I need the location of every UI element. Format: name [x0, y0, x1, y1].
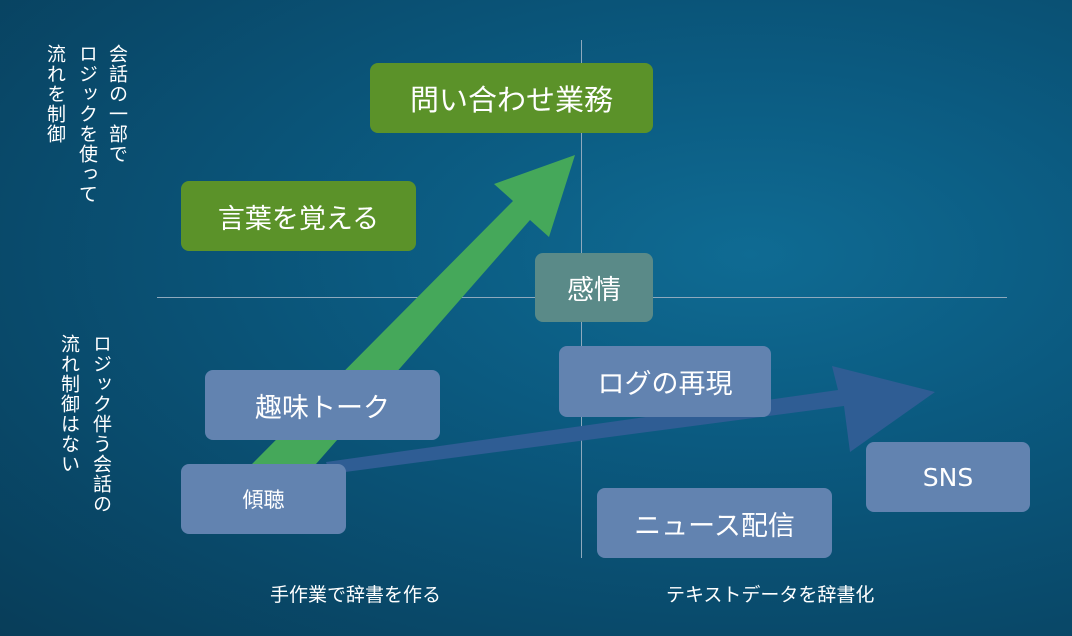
blue-arrow — [326, 366, 935, 474]
box-listening: 傾聴 — [181, 464, 346, 534]
box-emotion: 感情 — [535, 253, 653, 322]
box-sns: SNS — [866, 442, 1030, 512]
box-hobby-talk: 趣味トーク — [205, 370, 440, 440]
box-log-reproduction: ログの再現 — [559, 346, 771, 417]
y-label-top-col2: ロジックを使って — [76, 44, 98, 204]
y-label-bottom-col2: 流れ制御はない — [58, 334, 80, 474]
box-learn-words: 言葉を覚える — [181, 181, 416, 251]
box-inquiry: 問い合わせ業務 — [370, 63, 653, 133]
box-news-distribution: ニュース配信 — [597, 488, 832, 558]
y-label-top-col3: 流れを制御 — [44, 44, 66, 144]
y-label-top-col1: 会話の一部で — [106, 44, 128, 164]
y-label-bottom-col1: ロジック伴う会話の — [90, 334, 112, 514]
x-label-left: 手作業で辞書を作る — [270, 584, 442, 606]
x-label-right: テキストデータを辞書化 — [666, 584, 875, 606]
